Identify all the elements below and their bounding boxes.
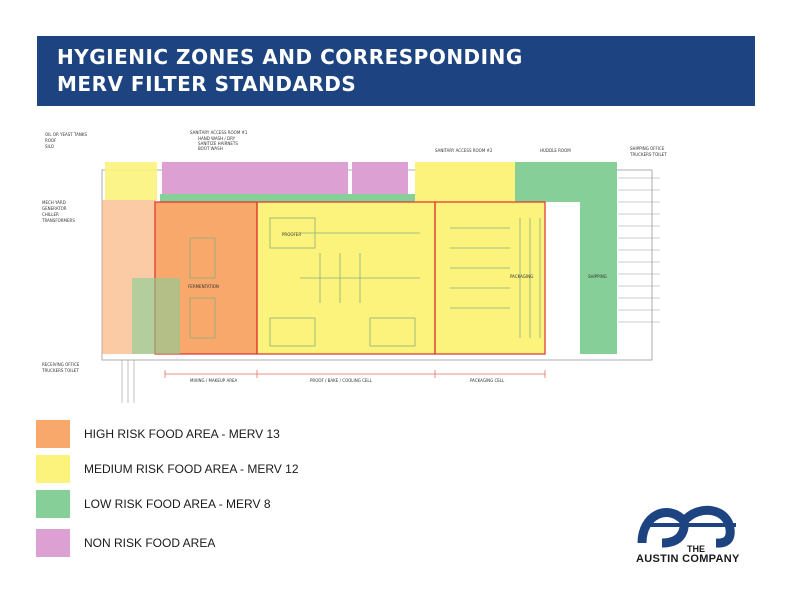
label-truckers-toilet-2: TRUCKERS TOILET	[41, 368, 79, 373]
label-boot-wash: BOOT WASH	[198, 146, 223, 151]
zone-low-shipping	[580, 162, 617, 354]
logo-the: THE	[687, 544, 705, 554]
label-huddle-room: HUDDLE ROOM	[540, 148, 571, 153]
label-hand-wash: HAND WASH / DRY	[198, 136, 236, 141]
title-line-2: MERV FILTER STANDARDS	[57, 72, 357, 96]
legend-non-risk: NON RISK FOOD AREA	[36, 529, 436, 557]
label-sanitary-access-1: SANITARY ACCESS ROOM #1	[190, 130, 248, 135]
label-shipping: SHIPPING	[588, 274, 607, 279]
label-sanitary-access-2: SANITARY ACCESS ROOM #2	[435, 148, 493, 153]
receiving-docks	[121, 360, 135, 403]
zone-low-receiving	[132, 278, 180, 354]
zone-medium-packaging	[435, 202, 545, 354]
zone-non-risk-right	[352, 162, 408, 196]
label-proof-bake-cooling: PROOF / BAKE / COOLING CELL	[310, 378, 373, 383]
label-generator: GENERATOR	[42, 206, 67, 211]
legend-swatch-yellow	[36, 455, 70, 483]
legend-low-risk: LOW RISK FOOD AREA - MERV 8	[36, 490, 436, 518]
label-mech-yard: MECH YARD	[42, 200, 66, 205]
legend-medium-risk: MEDIUM RISK FOOD AREA - MERV 12	[36, 455, 436, 483]
label-packaging-cell: PACKAGING CELL	[470, 378, 505, 383]
label-transformers: TRANSFORMERS	[41, 218, 75, 223]
dock-lines	[618, 177, 660, 323]
austin-company-logo-icon	[637, 505, 736, 548]
legend-label-low: LOW RISK FOOD AREA - MERV 8	[84, 497, 271, 511]
legend-label-medium: MEDIUM RISK FOOD AREA - MERV 12	[84, 462, 299, 476]
equipment-lines	[189, 217, 541, 347]
label-packaging: PACKAGING	[510, 274, 533, 279]
zone-medium-sanitary2	[415, 162, 515, 202]
label-mixing-makeup: MIXING / MAKEUP AREA	[190, 378, 238, 383]
zone-medium-mech	[105, 162, 157, 200]
label-shipping-office: SHIPPING OFFICE	[630, 146, 665, 151]
dimension-line	[164, 370, 546, 378]
logo-name: AUSTIN COMPANY	[636, 553, 740, 565]
legend-swatch-green	[36, 490, 70, 518]
legend-swatch-orange	[36, 420, 70, 448]
label-proofer: PROOFER	[282, 232, 301, 237]
label-oil-tanks: OIL OR YEAST TANKS	[45, 132, 87, 137]
label-silo: SILO	[45, 144, 54, 149]
title-banner: HYGIENIC ZONES AND CORRESPONDING MERV FI…	[37, 36, 755, 106]
legend-high-risk: HIGH RISK FOOD AREA - MERV 13	[36, 420, 436, 448]
floor-plan: OIL OR YEAST TANKS ROOF SILO SANITARY AC…	[41, 130, 667, 403]
label-sanitize: SANITIZE HAIRNETS	[198, 141, 238, 146]
label-receiving-office: RECEIVING OFFICE	[42, 362, 80, 367]
label-fermentation: FERMENTATION	[188, 284, 219, 289]
title-line-1: HYGIENIC ZONES AND CORRESPONDING	[57, 45, 523, 69]
label-chiller: CHILLER	[42, 212, 59, 217]
legend-label-high: HIGH RISK FOOD AREA - MERV 13	[84, 427, 280, 441]
zone-non-risk-left	[162, 162, 262, 196]
zone-non-risk-mid	[248, 162, 348, 196]
label-truckers-toilet: TRUCKERS TOILET	[629, 152, 667, 157]
legend-label-non: NON RISK FOOD AREA	[84, 536, 216, 550]
legend-swatch-purple	[36, 529, 70, 557]
border-medium-pack	[434, 201, 546, 355]
zone-low-corridor	[160, 194, 420, 202]
label-roof: ROOF	[45, 138, 57, 143]
